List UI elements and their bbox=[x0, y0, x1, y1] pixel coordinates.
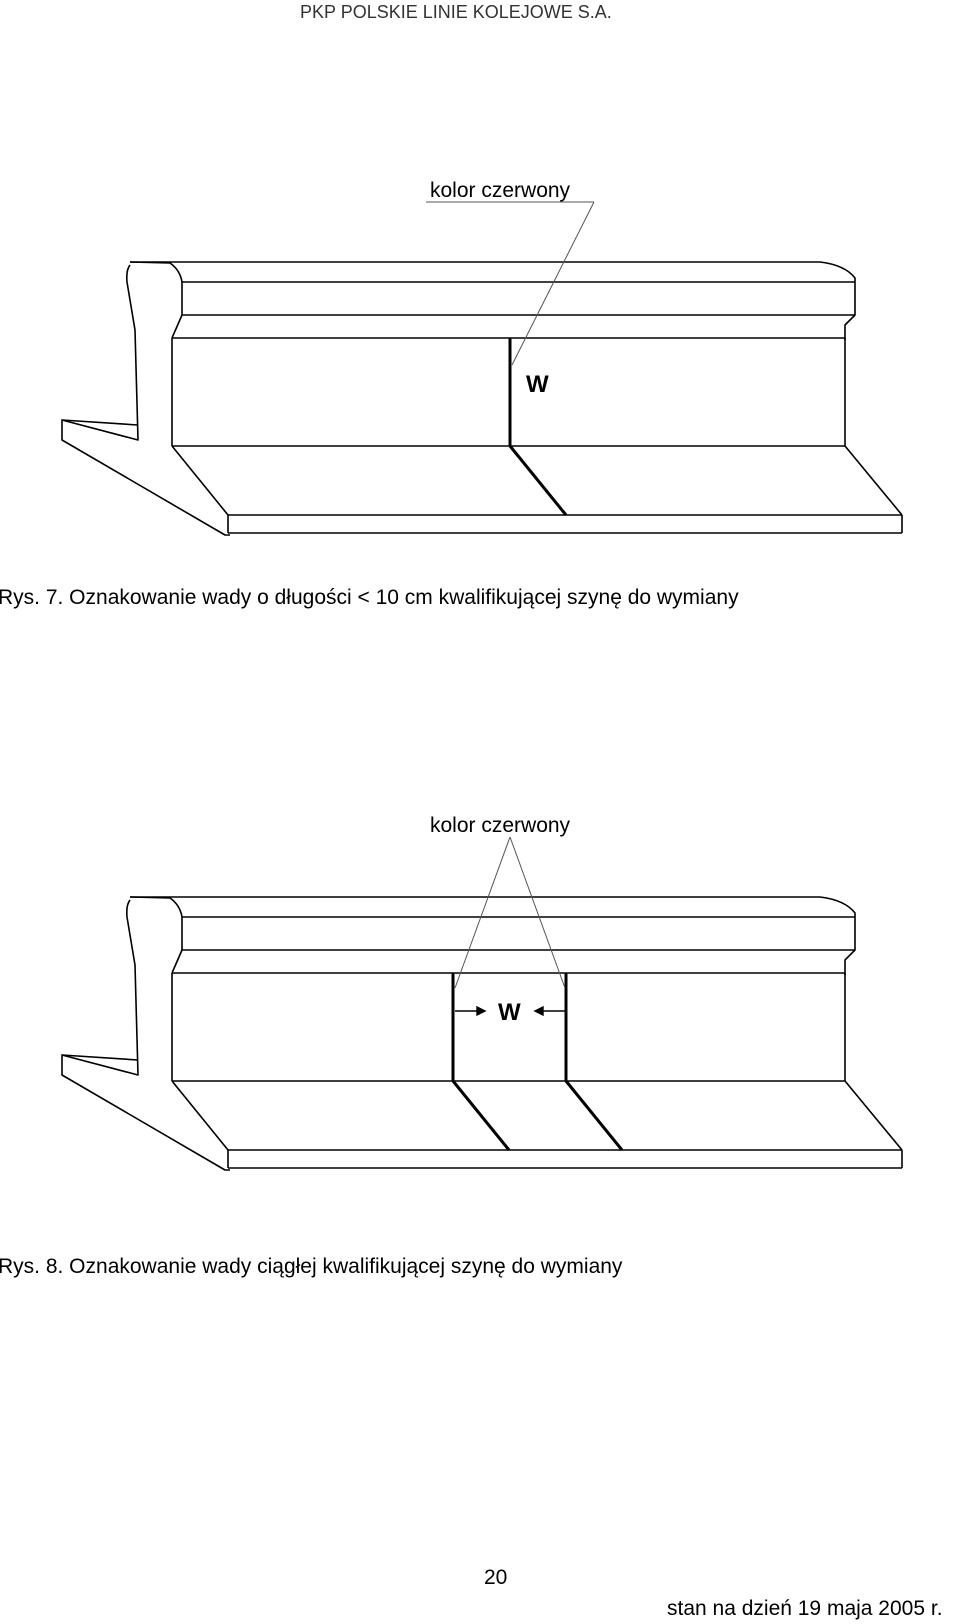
page-number: 20 bbox=[484, 1566, 508, 1589]
color-callout-label: kolor czerwony bbox=[430, 815, 571, 837]
rail-figure-8: kolor czerwony W bbox=[61, 815, 903, 1171]
rail-figure-7: kolor czerwony W bbox=[61, 179, 903, 536]
defect-letter: W bbox=[526, 371, 549, 398]
defect-marks bbox=[451, 973, 624, 1151]
callout-leader bbox=[426, 201, 595, 366]
revision-date: stan na dzień 19 maja 2005 r. bbox=[667, 1597, 943, 1620]
rail-drawing bbox=[61, 261, 903, 536]
width-arrows bbox=[455, 1005, 565, 1017]
figure-8-caption: Rys. 8. Oznakowanie wady ciągłej kwalifi… bbox=[0, 1255, 623, 1278]
figure-7-caption: Rys. 7. Oznakowanie wady o długości < 10… bbox=[0, 586, 739, 609]
color-callout-label: kolor czerwony bbox=[430, 179, 571, 202]
defect-letter: W bbox=[498, 999, 521, 1026]
rail-drawing bbox=[61, 896, 903, 1171]
defect-mark bbox=[508, 338, 568, 516]
page-header: PKP POLSKIE LINIE KOLEJOWE S.A. bbox=[300, 2, 612, 22]
callout-leaders bbox=[454, 836, 566, 989]
